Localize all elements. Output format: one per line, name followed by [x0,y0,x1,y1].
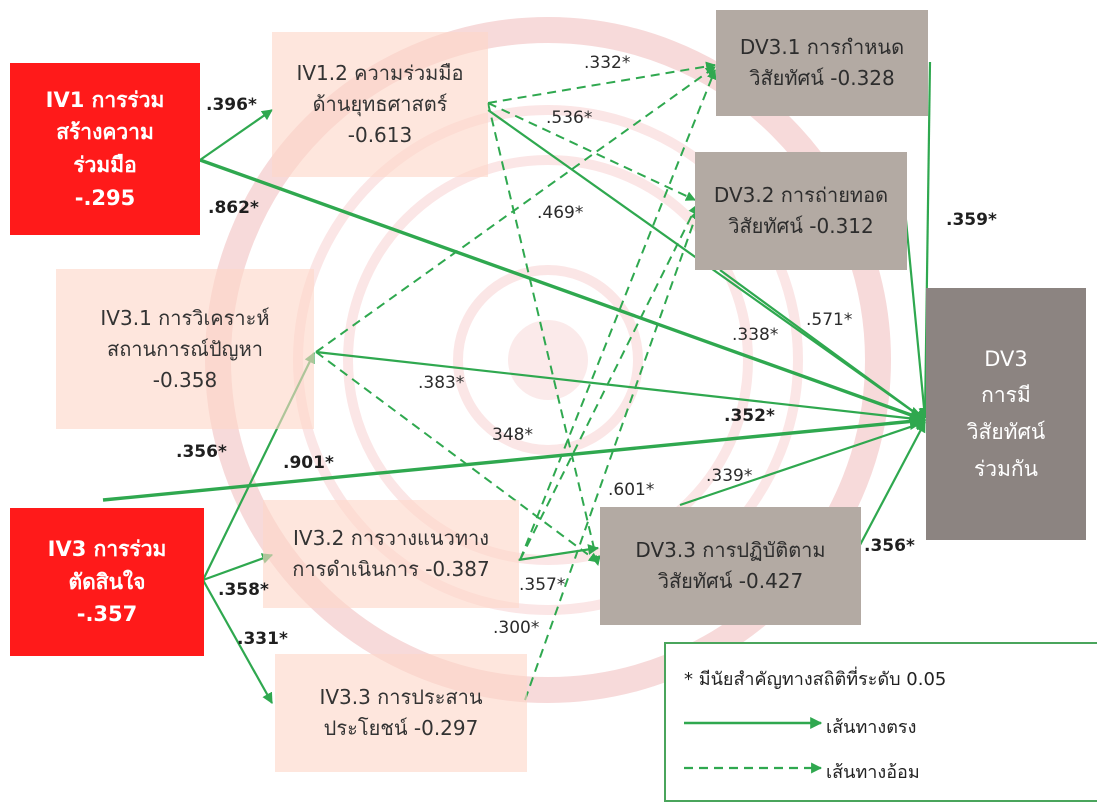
path-dv31-dv3 [919,61,932,420]
path-iv12-dv31 [487,61,716,104]
coef-dv33b-dv3: .356* [864,536,915,556]
coef-iv3-iv32: .358* [218,580,269,600]
coef-iv1-iv12: .396* [206,95,257,115]
legend-significance-note: * มีนัยสำคัญทางสถิติที่ระดับ 0.05 [684,669,947,690]
coef-iv32-dv33: .357* [519,575,566,595]
node-iv3: IV3 การร่วม ตัดสินใจ -.357 [10,508,204,656]
node-dv32: DV3.2 การถ่ายทอด วิสัยทัศน์ -0.312 [695,152,907,270]
coef-dv31-dv3: .359* [946,210,997,230]
path-diagram [102,61,932,704]
path-iv1-dv3 [199,158,927,423]
coef-iv31-dv33: 348* [492,425,533,445]
coef-iv32-dv31: .601* [608,480,655,500]
path-iv1-iv12 [199,109,273,161]
path-iv3-iv32 [202,553,274,582]
node-iv31: IV3.1 การวิเคราะห์ สถานการณ์ปัญหา -0.358 [56,269,314,429]
coef-iv31-dv3: .383* [418,373,465,393]
path-iv31-dv3 [315,350,927,425]
legend: * มีนัยสำคัญทางสถิติที่ระดับ 0.05 เส้นทา… [664,642,1097,802]
node-iv1: IV1 การร่วม สร้างความ ร่วมมือ -.295 [10,63,200,235]
coef-dv33-dv3: .339* [706,466,753,486]
node-iv12: IV1.2 ความร่วมมือ ด้านยุทธศาสตร์ -0.613 [272,32,488,177]
node-dv3: DV3 การมี วิสัยทัศน์ ร่วมกัน [926,288,1086,540]
coef-iv12-dv31: .332* [584,53,631,73]
node-dv33: DV3.3 การปฏิบัติตาม วิสัยทัศน์ -0.427 [600,507,861,625]
path-iv3-dv3 [102,413,927,502]
coef-iv31-dv31: .469* [537,203,584,223]
path-iv12-dv33 [487,102,601,566]
path-iv32-dv31 [519,69,717,561]
path-iv33-dv32 [524,209,700,701]
path-iv12-dv32 [487,102,696,201]
coef-iv3-iv31: .356* [176,442,227,462]
path-dv33-dv3 [679,419,927,507]
legend-indirect-label: เส้นทางอ้อม [826,762,920,783]
coef-iv3-dv3-a: .352* [724,406,775,426]
coef-iv33-dv32: .300* [493,618,540,638]
coef-iv12-dv3: .338* [732,325,779,345]
coef-iv1-dv3: .862* [208,198,259,218]
coef-iv3-dv3: .901* [283,453,334,473]
legend-direct-label: เส้นทางตรง [826,717,917,738]
path-iv31-dv31 [315,66,716,353]
node-iv33: IV3.3 การประสาน ประโยชน์ -0.297 [275,654,527,772]
path-dv32-dv3 [903,209,930,420]
path-dv32b-dv3 [719,269,926,421]
coef-iv3-iv33: .331* [237,629,288,649]
path-iv31-dv33 [315,351,599,563]
node-dv31: DV3.1 การกำหนด วิสัยทัศน์ -0.328 [716,10,928,116]
path-dv33b-dv3 [859,421,926,546]
coef-iv12-dv32: .536* [546,108,593,128]
path-iv32-dv32 [519,204,698,561]
path-iv32-dv33 [517,544,600,562]
path-iv3-iv33 [202,579,273,704]
coef-dv32-dv3: .571* [806,310,853,330]
node-iv32: IV3.2 การวางแนวทาง การดำเนินการ -0.387 [263,500,519,608]
